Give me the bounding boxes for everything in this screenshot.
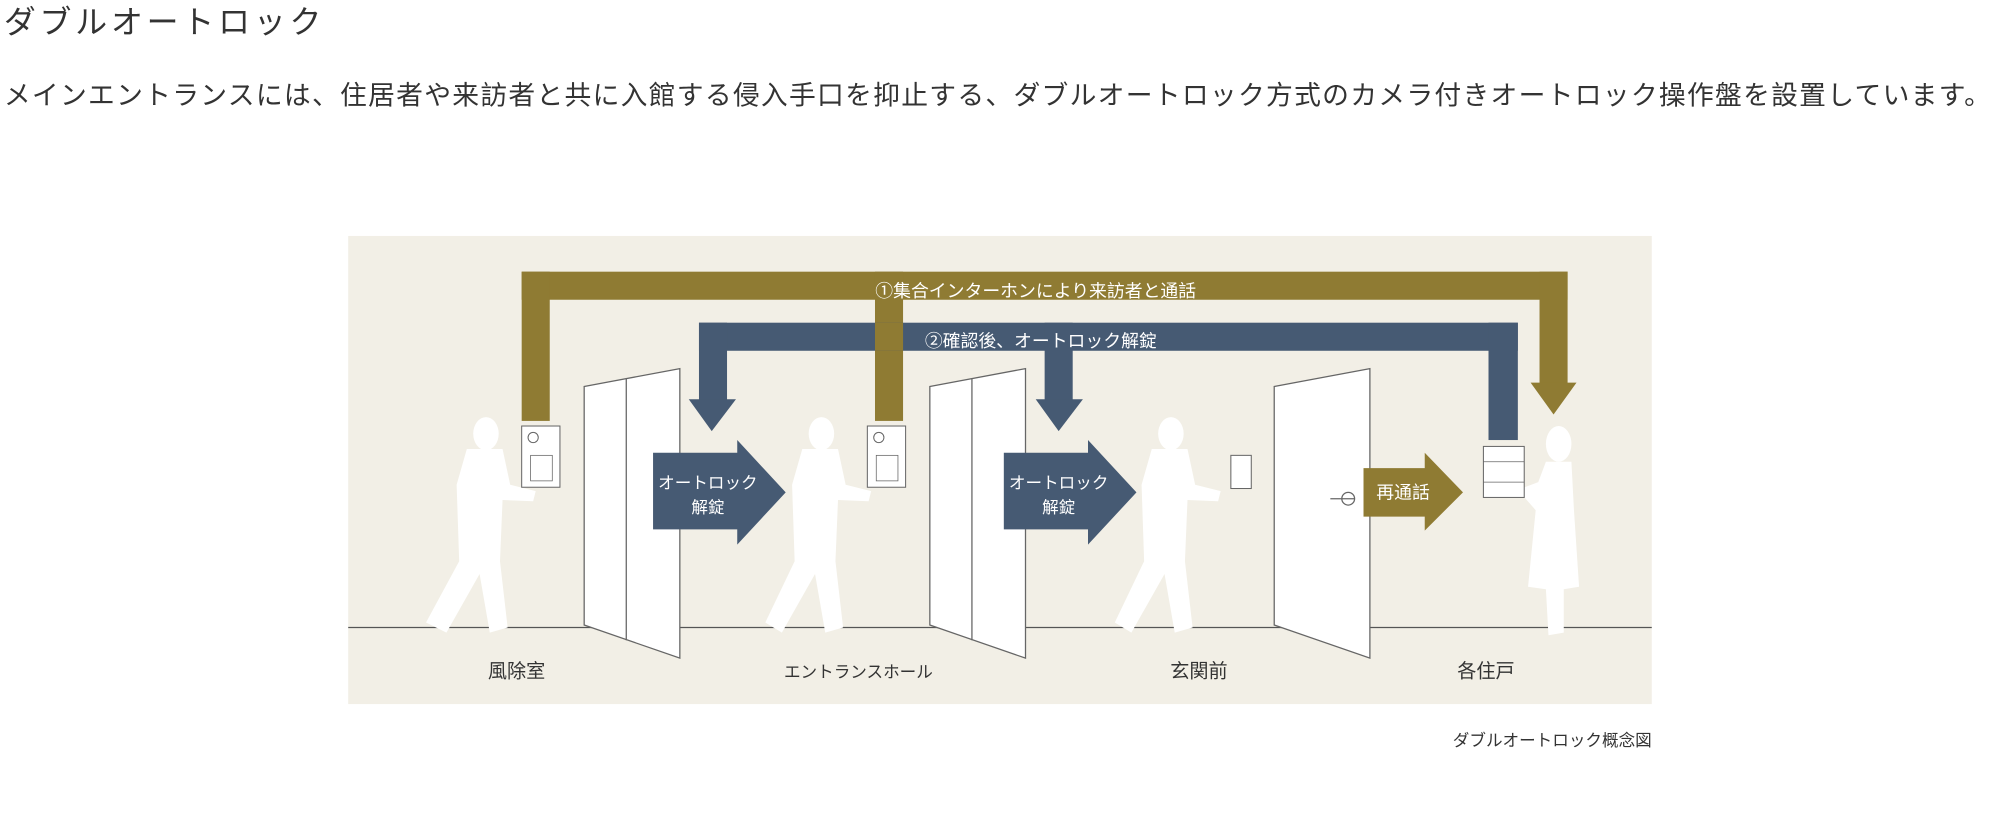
location-front-door: 玄関前 (1170, 659, 1227, 682)
door-1 (583, 367, 681, 660)
step2-label: ②確認後、オートロック解錠 (925, 331, 1157, 352)
resident-silhouette (1517, 426, 1580, 636)
door-intercom-panel (1230, 454, 1252, 490)
svg-text:解錠: 解錠 (691, 498, 724, 517)
diagram-caption: ダブルオートロック概念図 (1452, 732, 1652, 752)
svg-text:解錠: 解錠 (1042, 498, 1075, 517)
unlock-arrow-1: オートロック 解錠 (653, 440, 786, 545)
keypad-icon (875, 454, 899, 482)
room-monitor (1482, 445, 1525, 498)
description: メインエントランスには、住居者や来訪者と共に入館する侵入手口を抑止する、ダブルオ… (3, 80, 1993, 111)
location-vestibule: 風除室 (488, 659, 545, 682)
arrow-down-icon (1035, 399, 1083, 432)
recall-arrow: 再通話 (1363, 452, 1463, 531)
arrow-down-icon (1530, 382, 1577, 415)
svg-text:オートロック: オートロック (1009, 474, 1108, 493)
step1-label: ①集合インターホンにより来訪者と通話 (875, 281, 1196, 302)
keypad-icon (530, 454, 553, 482)
visitor-silhouette-1 (426, 417, 536, 633)
door-2 (929, 367, 1027, 660)
door-3 (1273, 367, 1371, 660)
arrow-down-icon (688, 399, 736, 432)
location-entrance-hall: エントランスホール (784, 662, 933, 681)
unlock-arrow-2: オートロック 解錠 (1003, 440, 1137, 545)
svg-text:再通話: 再通話 (1376, 483, 1430, 504)
unlock-path (688, 322, 1518, 441)
section-title: ダブルオートロック (3, 3, 326, 41)
visitor-silhouette-2 (765, 417, 872, 633)
visitor-silhouette-3 (1114, 417, 1221, 633)
location-each-unit: 各住戸 (1457, 659, 1514, 682)
entrance-panel-1 (521, 425, 561, 488)
svg-text:オートロック: オートロック (658, 474, 757, 493)
entrance-panel-2 (866, 425, 907, 488)
